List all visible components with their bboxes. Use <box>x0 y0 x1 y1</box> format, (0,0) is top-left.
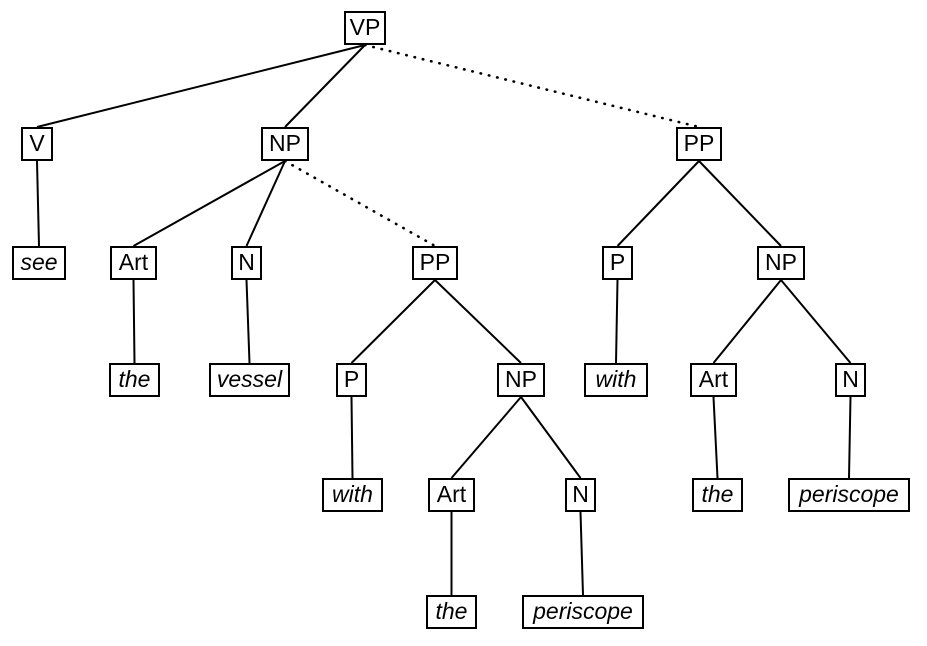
tree-edge-vp-np1 <box>284 44 366 128</box>
tree-node-label: NP <box>269 129 301 156</box>
tree-node-art1: Art <box>110 246 157 280</box>
tree-node-label: N <box>572 480 589 507</box>
tree-node-v: V <box>21 127 53 161</box>
tree-node-label: PP <box>683 129 715 156</box>
tree-node-label: the <box>435 597 468 624</box>
tree-node-label: N <box>238 248 255 275</box>
tree-node-the_m: the <box>426 595 477 629</box>
tree-edge-np1-art1 <box>133 160 286 247</box>
tree-node-label: NP <box>505 365 537 392</box>
tree-node-the_r: the <box>692 478 743 512</box>
tree-node-label: NP <box>765 248 797 275</box>
tree-node-label: the <box>118 365 151 392</box>
tree-node-label: N <box>842 365 859 392</box>
tree-node-n1: N <box>231 246 262 280</box>
tree-node-label: vessel <box>216 365 283 392</box>
tree-node-label: Art <box>118 248 149 275</box>
tree-node-label: see <box>20 248 58 275</box>
tree-node-vp: VP <box>344 11 386 45</box>
tree-node-pp_m: PP <box>412 246 458 280</box>
tree-edge-pp_m-p_m <box>350 279 436 364</box>
tree-node-the1: the <box>109 363 160 397</box>
tree-node-p_r: P <box>602 246 633 280</box>
tree-node-label: VP <box>349 13 381 40</box>
tree-edge-n_m-periscope_m <box>579 511 584 596</box>
tree-node-periscope_m: periscope <box>522 595 644 629</box>
tree-edge-art_r-the_r <box>712 396 719 479</box>
tree-edge-np_m-n_m <box>520 396 582 479</box>
tree-node-label: periscope <box>799 480 899 507</box>
tree-node-label: V <box>29 129 45 156</box>
tree-node-np_m: NP <box>497 363 545 397</box>
tree-edge-np1-n1 <box>245 160 286 247</box>
tree-node-art_r: Art <box>690 363 737 397</box>
tree-edge-vp-pp_r <box>363 43 701 129</box>
tree-edge-np_r-n_r <box>780 279 852 364</box>
tree-edge-np_r-art_r <box>712 279 782 364</box>
tree-edge-pp_m-np_m <box>434 279 522 364</box>
tree-node-vessel: vessel <box>209 363 290 397</box>
tree-node-p_m: P <box>336 363 367 397</box>
tree-node-periscope_r: periscope <box>788 478 910 512</box>
tree-node-label: with <box>595 365 637 392</box>
tree-node-label: Art <box>698 365 729 392</box>
tree-node-label: P <box>609 248 626 275</box>
tree-edge-np1-pp_m <box>283 159 437 248</box>
tree-node-np1: NP <box>261 127 309 161</box>
tree-edge-vp-v <box>36 44 366 128</box>
tree-edge-art1-the1 <box>132 279 136 364</box>
tree-edge-v-see <box>36 160 40 247</box>
tree-node-np_r: NP <box>757 246 805 280</box>
tree-node-label: periscope <box>533 597 633 624</box>
tree-node-n_r: N <box>835 363 866 397</box>
tree-node-see: see <box>12 246 66 280</box>
tree-edge-p_m-with_m <box>350 396 354 479</box>
tree-edge-pp_r-np_r <box>698 160 782 247</box>
tree-node-n_m: N <box>565 478 596 512</box>
tree-node-label: P <box>343 365 360 392</box>
tree-node-with_m: with <box>322 478 383 512</box>
tree-node-with_r: with <box>584 363 648 397</box>
tree-node-label: Art <box>436 480 467 507</box>
tree-edge-np_m-art_m <box>450 396 522 479</box>
tree-node-pp_r: PP <box>676 127 722 161</box>
tree-edge-p_r-with_r <box>615 279 619 364</box>
tree-node-art_m: Art <box>428 478 475 512</box>
tree-node-label: the <box>701 480 734 507</box>
tree-node-label: with <box>332 480 373 507</box>
tree-edge-pp_r-p_r <box>616 160 700 247</box>
tree-edge-n1-vessel <box>245 279 251 364</box>
tree-edge-n_r-periscope_r <box>848 396 852 479</box>
tree-node-label: PP <box>419 248 451 275</box>
